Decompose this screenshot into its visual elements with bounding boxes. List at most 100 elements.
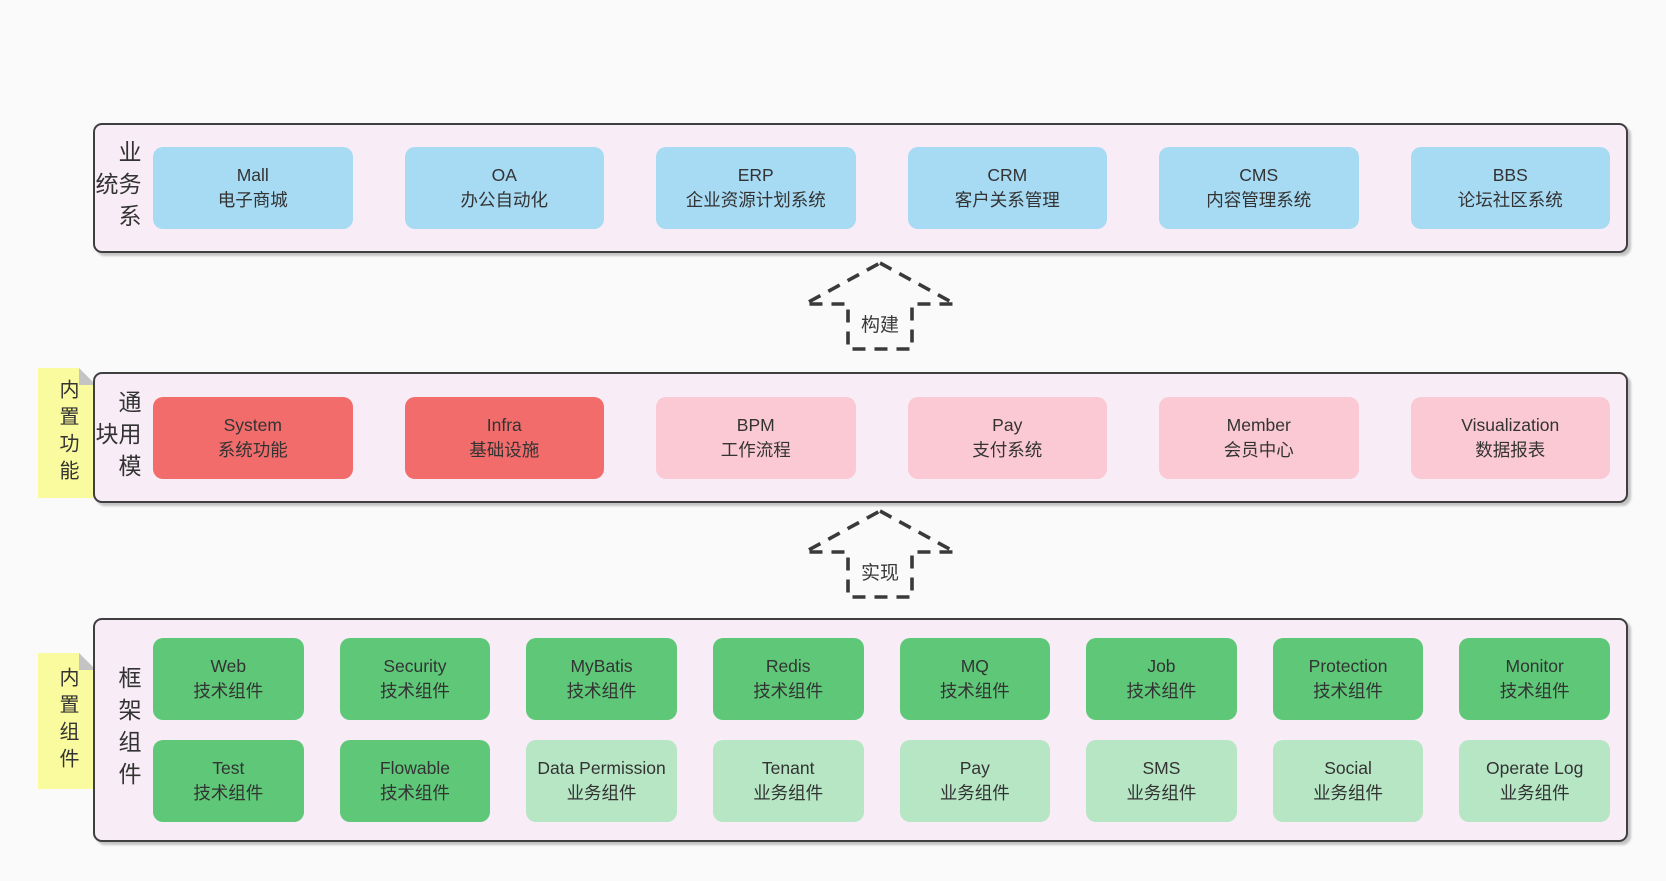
arrow-label: 构建 bbox=[857, 310, 903, 337]
box-title: Security bbox=[383, 656, 447, 676]
box-title: ERP bbox=[737, 165, 774, 185]
box-web: Web 技术组件 bbox=[153, 638, 304, 720]
box-title: Pay bbox=[959, 758, 990, 778]
box-title: Monitor bbox=[1505, 656, 1564, 676]
band-label: 通用模块 bbox=[92, 389, 141, 486]
box-subtitle: 电子商城 bbox=[217, 190, 288, 210]
box-title: Job bbox=[1147, 656, 1176, 676]
box-subtitle: 业务组件 bbox=[939, 783, 1010, 803]
box-mq: MQ 技术组件 bbox=[899, 638, 1051, 720]
box-subtitle: 工作流程 bbox=[720, 439, 791, 460]
band-label: 框架组件 bbox=[115, 666, 141, 794]
box-title: CRM bbox=[987, 165, 1028, 185]
box-subtitle: 技术组件 bbox=[379, 783, 450, 803]
box-social: Social 业务组件 bbox=[1272, 740, 1424, 822]
sticky-note-label: 内置功能 bbox=[56, 379, 78, 487]
box-subtitle: 系统功能 bbox=[217, 439, 288, 460]
box-subtitle: 业务组件 bbox=[1126, 783, 1197, 803]
box-title: Member bbox=[1226, 414, 1291, 435]
box-title: Pay bbox=[992, 414, 1023, 435]
dashed-up-arrow-icon bbox=[804, 260, 956, 351]
box-subtitle: 客户关系管理 bbox=[954, 190, 1060, 210]
box-flowable: Flowable 技术组件 bbox=[339, 740, 491, 822]
box-title: Test bbox=[212, 758, 245, 778]
arrow-build: 构建 bbox=[795, 258, 965, 354]
box-title: Web bbox=[210, 656, 247, 676]
box-title: Protection bbox=[1308, 656, 1388, 676]
box-protection: Protection 技术组件 bbox=[1272, 638, 1424, 720]
box-subtitle: 技术组件 bbox=[566, 681, 637, 701]
box-subtitle: 支付系统 bbox=[972, 439, 1043, 460]
box-title: BPM bbox=[736, 414, 775, 435]
box-subtitle: 办公自动化 bbox=[460, 190, 549, 210]
box-title: BBS bbox=[1492, 165, 1528, 185]
box-title: Operate Log bbox=[1486, 758, 1584, 778]
box-subtitle: 技术组件 bbox=[379, 681, 450, 701]
box-subtitle: 业务组件 bbox=[1499, 783, 1570, 803]
box-title: Social bbox=[1324, 758, 1372, 778]
box-title: Data Permission bbox=[537, 758, 666, 778]
box-title: Flowable bbox=[379, 758, 450, 778]
box-data-permission: Data Permission 业务组件 bbox=[526, 740, 677, 822]
box-oa: OA 办公自动化 bbox=[404, 147, 604, 229]
box-pay: Pay 支付系统 bbox=[907, 396, 1107, 479]
box-mybatis: MyBatis 技术组件 bbox=[526, 638, 677, 720]
box-pay: Pay 业务组件 bbox=[899, 740, 1051, 822]
band-business-systems: 业务系统 Mall 电子商城 OA 办公自动化 ERP 企业资源计划系统 CRM 客户关系管理… bbox=[92, 123, 1628, 253]
box-title: Infra bbox=[486, 414, 522, 435]
box-security: Security 技术组件 bbox=[339, 638, 491, 720]
box-title: CMS bbox=[1239, 165, 1279, 185]
box-subtitle: 论坛社区系统 bbox=[1457, 190, 1563, 210]
box-title: Redis bbox=[765, 656, 811, 676]
box-crm: CRM 客户关系管理 bbox=[907, 147, 1107, 229]
box-subtitle: 技术组件 bbox=[753, 681, 824, 701]
box-subtitle: 技术组件 bbox=[193, 783, 264, 803]
box-subtitle: 技术组件 bbox=[1126, 681, 1197, 701]
box-tenant: Tenant 业务组件 bbox=[712, 740, 864, 822]
sticky-note-label: 内置组件 bbox=[56, 667, 78, 775]
box-title: Tenant bbox=[761, 758, 815, 778]
box-title: OA bbox=[491, 165, 517, 185]
box-mall: Mall 电子商城 bbox=[153, 147, 353, 229]
box-cms: CMS 内容管理系统 bbox=[1159, 147, 1359, 229]
arrow-implement: 实现 bbox=[795, 506, 965, 602]
box-subtitle: 技术组件 bbox=[939, 681, 1010, 701]
box-monitor: Monitor 技术组件 bbox=[1459, 638, 1610, 720]
arrow-label: 实现 bbox=[857, 558, 903, 585]
sticky-note-built-in-components: 内置组件 bbox=[38, 653, 96, 789]
box-subtitle: 内容管理系统 bbox=[1206, 190, 1312, 210]
box-title: Mall bbox=[236, 165, 269, 185]
box-erp: ERP 企业资源计划系统 bbox=[656, 147, 856, 229]
box-operate-log: Operate Log 业务组件 bbox=[1459, 740, 1610, 822]
box-subtitle: 业务组件 bbox=[1313, 783, 1384, 803]
box-subtitle: 业务组件 bbox=[566, 783, 637, 803]
box-system: System 系统功能 bbox=[153, 396, 353, 479]
sticky-note-built-in-features: 内置功能 bbox=[38, 368, 96, 498]
box-subtitle: 企业资源计划系统 bbox=[685, 190, 826, 210]
box-subtitle: 技术组件 bbox=[1313, 681, 1384, 701]
box-test: Test 技术组件 bbox=[153, 740, 304, 822]
box-subtitle: 技术组件 bbox=[1499, 681, 1570, 701]
box-job: Job 技术组件 bbox=[1086, 638, 1237, 720]
box-title: Visualization bbox=[1461, 414, 1560, 435]
box-title: MyBatis bbox=[570, 656, 633, 676]
box-bbs: BBS 论坛社区系统 bbox=[1410, 147, 1610, 229]
box-subtitle: 技术组件 bbox=[193, 681, 264, 701]
band-label: 业务系统 bbox=[92, 140, 141, 236]
box-subtitle: 业务组件 bbox=[753, 783, 824, 803]
box-title: System bbox=[223, 414, 282, 435]
dashed-up-arrow-icon bbox=[804, 508, 956, 599]
box-row: Mall 电子商城 OA 办公自动化 ERP 企业资源计划系统 CRM 客户关系管理 CMS 内容… bbox=[153, 147, 1610, 229]
box-subtitle: 会员中心 bbox=[1223, 439, 1294, 460]
box-title: MQ bbox=[960, 656, 989, 676]
box-member: Member 会员中心 bbox=[1159, 396, 1359, 479]
box-redis: Redis 技术组件 bbox=[712, 638, 864, 720]
